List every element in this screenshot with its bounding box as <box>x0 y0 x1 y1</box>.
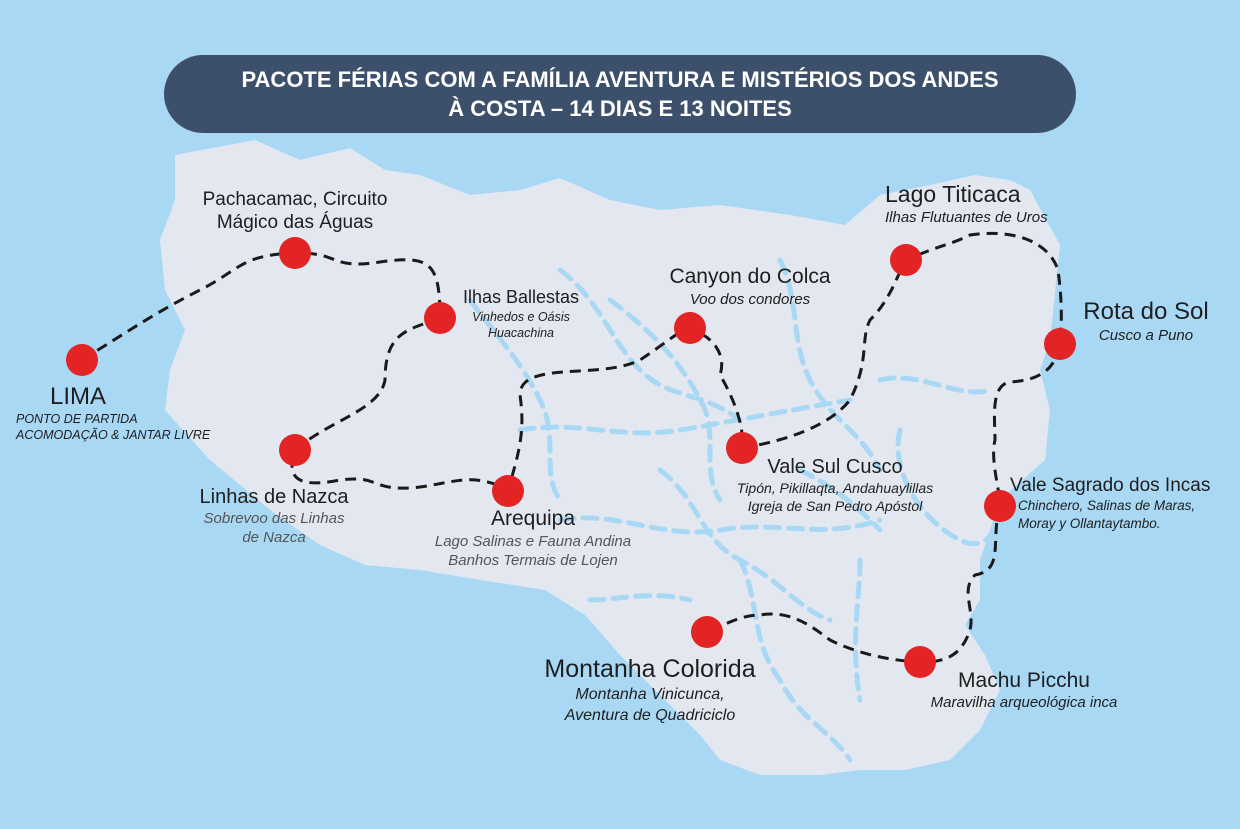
marker-sagrado <box>984 490 1016 522</box>
title-line-1: PACOTE FÉRIAS COM A FAMÍLIA AVENTURA E M… <box>241 67 999 92</box>
rota-sol-sub: Cusco a Puno <box>1098 327 1194 344</box>
river-2 <box>467 297 563 503</box>
pachacamac-name-2: Mágico das Águas <box>216 212 374 233</box>
colorida-sub-2: Aventura de Quadriciclo <box>564 707 736 724</box>
marker-titicaca <box>890 244 922 276</box>
marker-ballestas <box>424 302 456 334</box>
nazca-name: Linhas de Nazca <box>199 486 349 508</box>
cusco-sul-sub-1: Tipón, Pikillaqta, Andahuaylillas <box>736 480 934 496</box>
sagrado-sub-2: Moray y Ollantaytambo. <box>1018 516 1161 531</box>
machu-name: Machu Picchu <box>958 669 1090 692</box>
river-8 <box>895 427 1013 547</box>
marker-cusco-sul <box>726 432 758 464</box>
marker-lima <box>66 344 98 376</box>
label-pachacamac: Pachacamac, Circuito Mágico das Águas <box>190 188 400 234</box>
label-colca: Canyon do Colca Voo dos condores <box>640 263 860 309</box>
river-1 <box>557 267 743 423</box>
markers <box>66 237 1076 678</box>
colorida-name: Montanha Colorida <box>544 655 756 683</box>
label-arequipa: Arequipa Lago Salinas e Fauna Andina Ban… <box>402 506 664 570</box>
land-mass <box>160 140 1060 775</box>
arequipa-sub-1: Lago Salinas e Fauna Andina <box>434 533 632 550</box>
lima-sub-1: PONTO DE PARTIDA <box>16 412 138 426</box>
river-5 <box>517 397 853 436</box>
rivers <box>467 257 1013 763</box>
label-colorida: Montanha Colorida Montanha Vinicunca, Av… <box>530 654 770 726</box>
title-line-2: À COSTA – 14 DIAS E 13 NOITES <box>448 96 792 121</box>
colca-sub: Voo dos condores <box>689 291 811 308</box>
machu-sub: Maravilha arqueológica inca <box>930 694 1118 711</box>
label-lima: LIMA <box>50 383 106 411</box>
ballestas-sub-1: Vinhedos e Oásis <box>472 310 570 324</box>
sagrado-sub-1: Chinchero, Salinas de Maras, <box>1018 498 1196 513</box>
marker-rota-sol <box>1044 328 1076 360</box>
river-12 <box>587 593 693 603</box>
ballestas-name: Ilhas Ballestas <box>462 287 580 307</box>
marker-pachacamac <box>279 237 311 269</box>
lima-name: LIMA <box>50 383 107 410</box>
marker-arequipa <box>492 475 524 507</box>
label-cusco-sul: Vale Sul Cusco Tipón, Pikillaqta, Andahu… <box>710 456 960 515</box>
ballestas-sub-2: Huacachina <box>487 326 554 340</box>
titicaca-name: Lago Titicaca <box>885 181 1021 207</box>
marker-colorida <box>691 616 723 648</box>
title-bar: PACOTE FÉRIAS COM A FAMÍLIA AVENTURA E M… <box>164 55 1076 133</box>
colca-name: Canyon do Colca <box>669 265 831 288</box>
arequipa-sub-2: Banhos Termais de Lojen <box>448 552 618 569</box>
label-lima-sub: PONTO DE PARTIDA ACOMODAÇÃO & JANTAR LIV… <box>16 411 210 443</box>
river-13 <box>797 467 883 533</box>
lima-sub-2: ACOMODAÇÃO & JANTAR LIVRE <box>16 428 211 442</box>
river-11 <box>853 557 863 703</box>
nazca-sub-1: Sobrevoo das Linhas <box>203 510 345 527</box>
rota-sol-name: Rota do Sol <box>1083 298 1209 325</box>
river-3 <box>607 297 723 503</box>
titicaca-sub: Ilhas Flutuantes de Uros <box>885 209 1048 226</box>
river-7 <box>877 375 993 395</box>
pachacamac-name-1: Pachacamac, Circuito <box>202 189 388 210</box>
label-nazca: Linhas de Nazca Sobrevoo das Linhas de N… <box>174 486 374 547</box>
label-sagrado: Vale Sagrado dos Incas <box>1010 474 1210 497</box>
marker-nazca <box>279 434 311 466</box>
label-titicaca: Lago Titicaca Ilhas Flutuantes de Uros <box>885 180 1048 227</box>
label-sagrado-sub: Chinchero, Salinas de Maras, Moray y Oll… <box>1018 497 1195 533</box>
river-6 <box>557 515 883 535</box>
arequipa-name: Arequipa <box>490 507 576 530</box>
marker-colca <box>674 312 706 344</box>
sagrado-name: Vale Sagrado dos Incas <box>1010 475 1211 496</box>
label-ballestas: Ilhas Ballestas Vinhedos e Oásis Huacach… <box>446 286 596 341</box>
nazca-sub-2: de Nazca <box>242 529 306 546</box>
marker-machu <box>904 646 936 678</box>
label-machu: Machu Picchu Maravilha arqueológica inca <box>908 668 1140 712</box>
colorida-sub-1: Montanha Vinicunca, <box>575 686 725 703</box>
river-4 <box>777 257 883 473</box>
label-rota-sol: Rota do Sol Cusco a Puno <box>1060 298 1232 345</box>
cusco-sul-name: Vale Sul Cusco <box>767 456 903 478</box>
cusco-sul-sub-2: Igreja de San Pedro Apóstol <box>747 498 923 514</box>
river-10 <box>737 557 853 763</box>
